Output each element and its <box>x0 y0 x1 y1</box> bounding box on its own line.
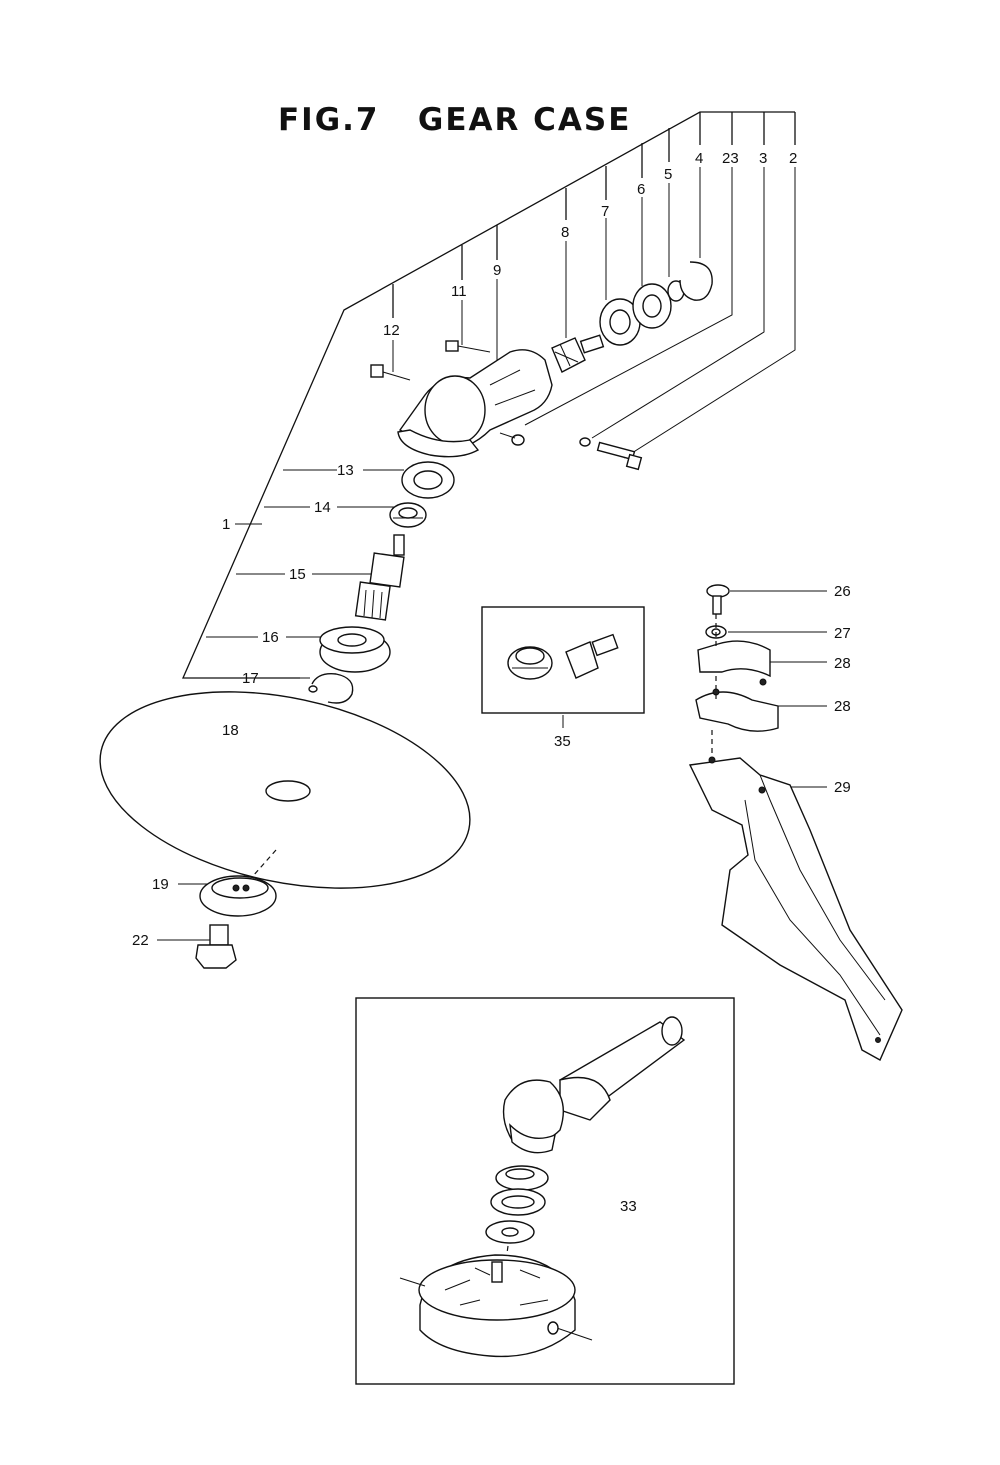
callout-12: 12 <box>383 322 400 339</box>
callout-19: 19 <box>152 876 169 893</box>
hose-clip <box>511 434 525 446</box>
callout-5: 5 <box>664 166 672 183</box>
clamp-28-upper <box>697 640 771 686</box>
callout-28-lower: 28 <box>834 698 851 715</box>
bolt-12 <box>370 364 411 381</box>
bolt-11 <box>445 340 491 353</box>
callout-13: 13 <box>337 462 354 479</box>
spline-shaft-15 <box>354 534 405 621</box>
callout-9: 9 <box>493 262 501 279</box>
guard-29 <box>688 756 903 1061</box>
callout-29: 29 <box>834 779 851 796</box>
figure-title: FIG.7 GEAR CASE <box>278 102 632 138</box>
callout-6: 6 <box>637 181 645 198</box>
callout-27: 27 <box>834 625 851 642</box>
callout-33: 33 <box>620 1198 637 1215</box>
snap-ring-17 <box>308 673 354 704</box>
pinion-gear-8 <box>551 334 605 373</box>
callout-8: 8 <box>561 224 569 241</box>
bearing-16 <box>319 626 391 673</box>
gear-case-body <box>397 349 553 458</box>
snap-ring-4 <box>679 261 713 301</box>
callout-15: 15 <box>289 566 306 583</box>
callout-16: 16 <box>262 629 279 646</box>
callout-17: 17 <box>242 670 259 687</box>
clamp-bolt-2 <box>579 437 643 471</box>
gear-set-box-35 <box>481 606 645 714</box>
callout-26: 26 <box>834 583 851 600</box>
callout-28-upper: 28 <box>834 655 851 672</box>
bevel-gear-14 <box>389 502 427 528</box>
cutting-blade-disc <box>99 691 471 889</box>
cover-washer-19 <box>199 875 277 917</box>
assembly-bracket-lines <box>182 111 796 679</box>
bearing-6 <box>632 283 672 329</box>
bearing-13 <box>401 461 455 499</box>
callout-18: 18 <box>222 722 239 739</box>
callout-2: 2 <box>789 150 797 167</box>
bearing-7 <box>599 298 641 346</box>
callout-1: 1 <box>222 516 230 533</box>
callout-11: 11 <box>451 283 467 300</box>
callout-7: 7 <box>601 203 609 220</box>
callout-4: 4 <box>695 150 703 167</box>
blade-nut-22 <box>195 924 237 969</box>
callout-22: 22 <box>132 932 149 949</box>
callout-14: 14 <box>314 499 331 516</box>
screw-26 <box>706 584 730 615</box>
washer-3 <box>579 437 591 447</box>
callout-3: 3 <box>759 150 767 167</box>
clamp-28-lower <box>695 688 779 732</box>
trimmer-head-box-33 <box>355 997 735 1385</box>
callout-35: 35 <box>554 733 571 750</box>
callout-23: 23 <box>722 150 739 167</box>
callout-labels: 1 2 3 4 5 6 7 8 9 11 12 13 14 15 16 17 1… <box>132 150 851 1215</box>
